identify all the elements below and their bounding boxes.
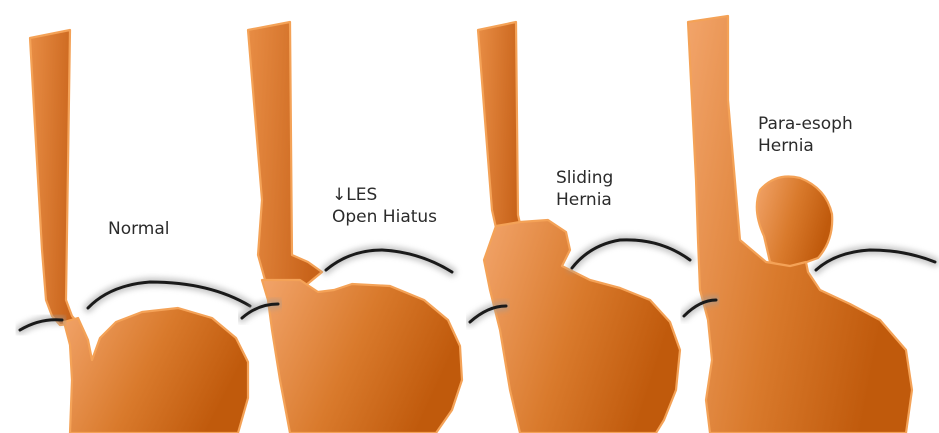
hernia-fundus bbox=[757, 177, 832, 269]
stomach bbox=[262, 280, 462, 433]
panel-label: Para-esoph Hernia bbox=[758, 114, 858, 156]
panel-para-esoph-hernia: Para-esoph Hernia bbox=[684, 16, 935, 433]
panel-label: Normal bbox=[108, 219, 170, 239]
panel-label: Sliding Hernia bbox=[556, 168, 619, 210]
panel-normal: Normal bbox=[20, 30, 250, 433]
panel-les-open-hiatus: ↓LES Open Hiatus bbox=[242, 22, 462, 433]
stomach bbox=[64, 308, 248, 433]
panel-sliding-hernia: Sliding Hernia bbox=[470, 22, 690, 433]
panel-label: ↓LES Open Hiatus bbox=[332, 185, 437, 227]
esophagus bbox=[478, 22, 522, 236]
esophagus bbox=[30, 30, 78, 325]
esophagus bbox=[248, 22, 322, 290]
